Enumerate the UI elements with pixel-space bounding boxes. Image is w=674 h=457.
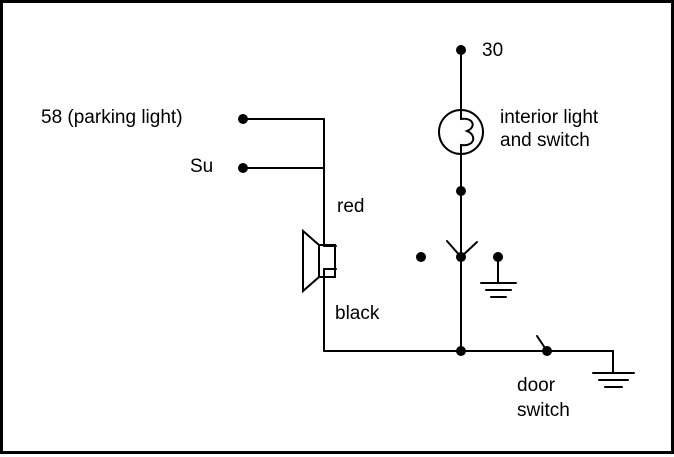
black-wire-label: black bbox=[335, 303, 380, 324]
lamp-filament bbox=[460, 110, 475, 154]
diagram-svg bbox=[238, 45, 635, 388]
door-switch-label-line1: door bbox=[517, 375, 556, 396]
terminal-su-dot bbox=[238, 163, 248, 173]
su-label: Su bbox=[190, 156, 214, 177]
interior-switch-left-dot bbox=[416, 252, 426, 262]
interior-light-label-line1: interior light bbox=[500, 107, 599, 128]
red-wire-label: red bbox=[337, 196, 365, 217]
bus-junction-dot bbox=[456, 346, 466, 356]
interior-switch-center-dot bbox=[456, 252, 466, 262]
terminal-58-dot bbox=[238, 114, 248, 124]
buzzer-symbol bbox=[302, 228, 320, 294]
interior-switch-right-dot bbox=[493, 252, 503, 262]
interior-light-label-line2: and switch bbox=[500, 130, 590, 151]
buzzer-body bbox=[318, 244, 336, 278]
terminal-30-dot bbox=[456, 45, 466, 55]
door-switch-dot bbox=[542, 346, 552, 356]
node-lamp-bottom-dot bbox=[456, 186, 466, 196]
door-switch-label-line2: switch bbox=[517, 400, 570, 421]
terminal-30-label: 30 bbox=[482, 40, 504, 61]
parking-light-label: 58 (parking light) bbox=[41, 107, 183, 128]
